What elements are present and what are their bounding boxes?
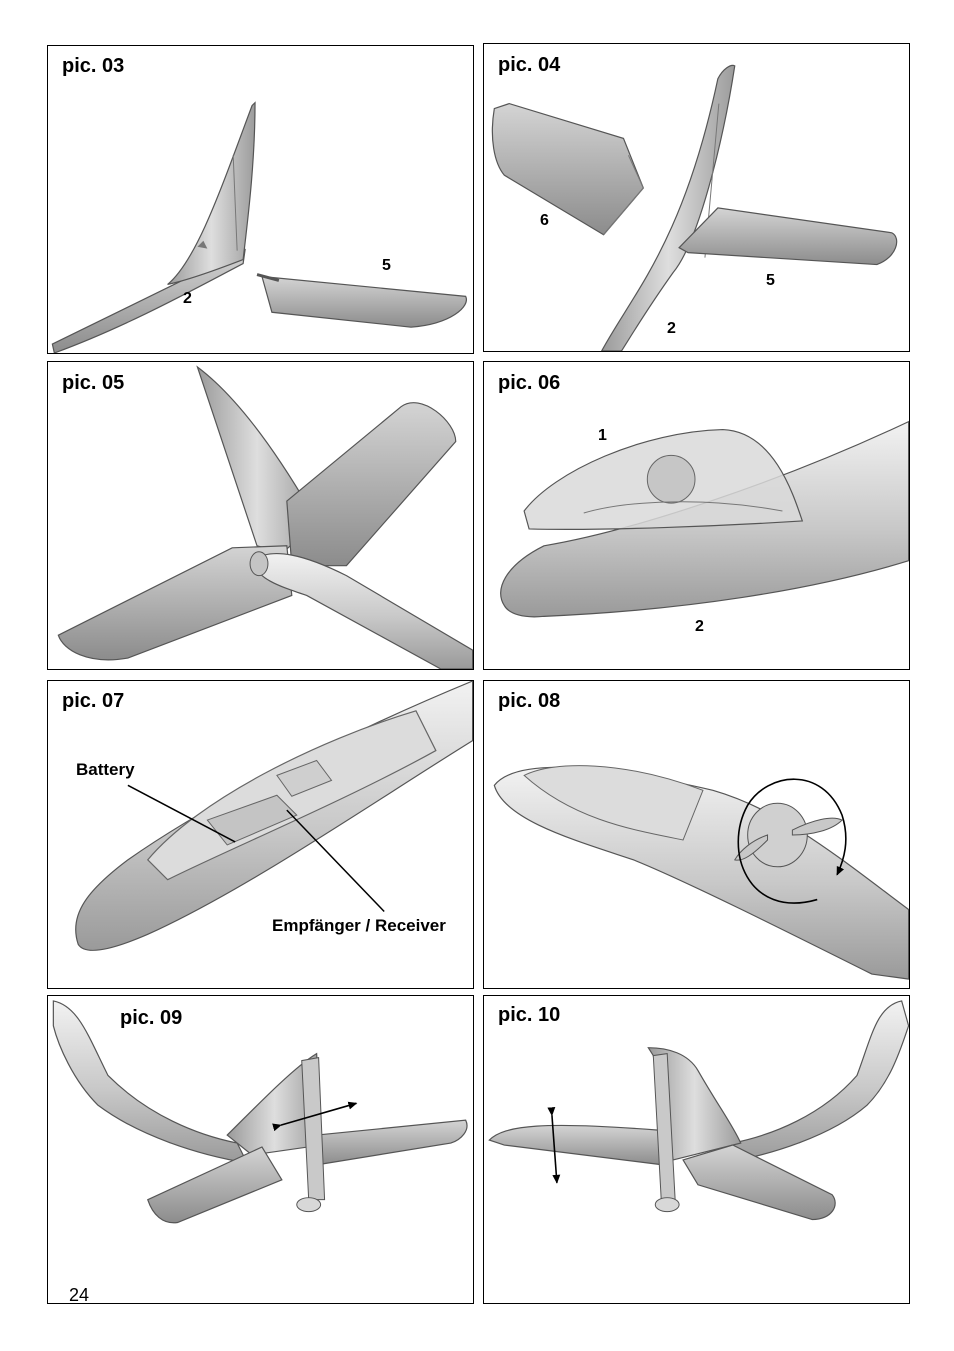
page-number: 24 [69, 1285, 90, 1304]
panel-title: pic. 05 [62, 372, 125, 394]
panel-title: pic. 10 [498, 1004, 561, 1026]
cockpit-opening [523, 765, 704, 841]
receiver-leader-line [286, 809, 385, 913]
stabilizer-left [147, 1146, 283, 1224]
elevator-part [491, 102, 645, 236]
fin-bracket [197, 240, 208, 249]
canopy-frame [583, 501, 783, 514]
panel-pic-04: pic. 04 6 5 2 [483, 43, 910, 352]
propeller-blade [791, 817, 843, 836]
callout-label: 5 [766, 272, 775, 289]
vertical-fin [167, 101, 256, 286]
receiver [276, 759, 333, 797]
fuselage-and-fin [600, 64, 736, 351]
callout-label: Battery [76, 760, 135, 779]
boom-end [296, 1197, 322, 1213]
spinner [747, 802, 808, 868]
panel-title: pic. 08 [498, 690, 561, 712]
stabilizer-right [316, 1119, 468, 1166]
propeller-blade [733, 834, 769, 861]
panel-pic-10: pic. 10 [483, 995, 910, 1304]
battery [206, 794, 298, 846]
illustration-fin-and-tail [51, 101, 467, 353]
fuselage-boom [251, 552, 473, 669]
panel-title: pic. 07 [62, 690, 125, 712]
rudder-line [232, 155, 238, 251]
horizontal-stabilizer-part [261, 275, 467, 328]
callout-label: 6 [540, 212, 549, 229]
illustration-canopy [500, 420, 909, 618]
stabilizer-pin [256, 273, 280, 282]
illustration-battery-receiver [75, 681, 473, 951]
callout-label: 2 [695, 618, 704, 635]
rotation-arrow [737, 778, 847, 904]
callout-label: Empfänger / Receiver [272, 916, 446, 935]
stabilizer-left [488, 1124, 664, 1166]
panel-title: pic. 06 [498, 372, 561, 394]
panel-pic-07: pic. 07 Battery Empfänger / Receiver [47, 680, 474, 989]
fuselage-boom [721, 1000, 909, 1164]
callout-label: 2 [183, 290, 192, 307]
battery-leader-line [127, 784, 236, 843]
panel-pic-09: pic. 09 24 [47, 995, 474, 1304]
illustration-tail-assembly [491, 64, 898, 351]
rudder [301, 1057, 326, 1201]
stabilizer-right [682, 1144, 836, 1221]
illustration-elevator-movement [488, 1000, 909, 1221]
illustration-mounted-tail [57, 365, 473, 669]
boom-end [654, 1197, 680, 1213]
illustration-rudder-movement [52, 1000, 468, 1224]
boom-end [249, 551, 269, 577]
panel-pic-05: pic. 05 [47, 361, 474, 670]
callout-label: 1 [598, 427, 607, 444]
panel-pic-03: pic. 03 2 5 [47, 45, 474, 354]
elevator-movement-arrow [547, 1107, 561, 1184]
fuselage-boom [52, 1000, 249, 1164]
illustration-propeller [493, 765, 909, 980]
rudder-movement-arrow [272, 1101, 358, 1132]
stabilizer-right [286, 402, 457, 567]
panel-pic-06: pic. 06 1 2 [483, 361, 910, 670]
panel-title: pic. 09 [120, 1007, 183, 1029]
elevator-edge [603, 155, 644, 236]
callout-label: 2 [667, 320, 676, 337]
pilot-figure [646, 454, 696, 504]
horizontal-stabilizer [678, 207, 898, 266]
panel-title: pic. 03 [62, 55, 125, 77]
callout-label: 5 [382, 257, 391, 274]
panel-title: pic. 04 [498, 54, 561, 76]
panel-pic-08: pic. 08 [483, 680, 910, 989]
